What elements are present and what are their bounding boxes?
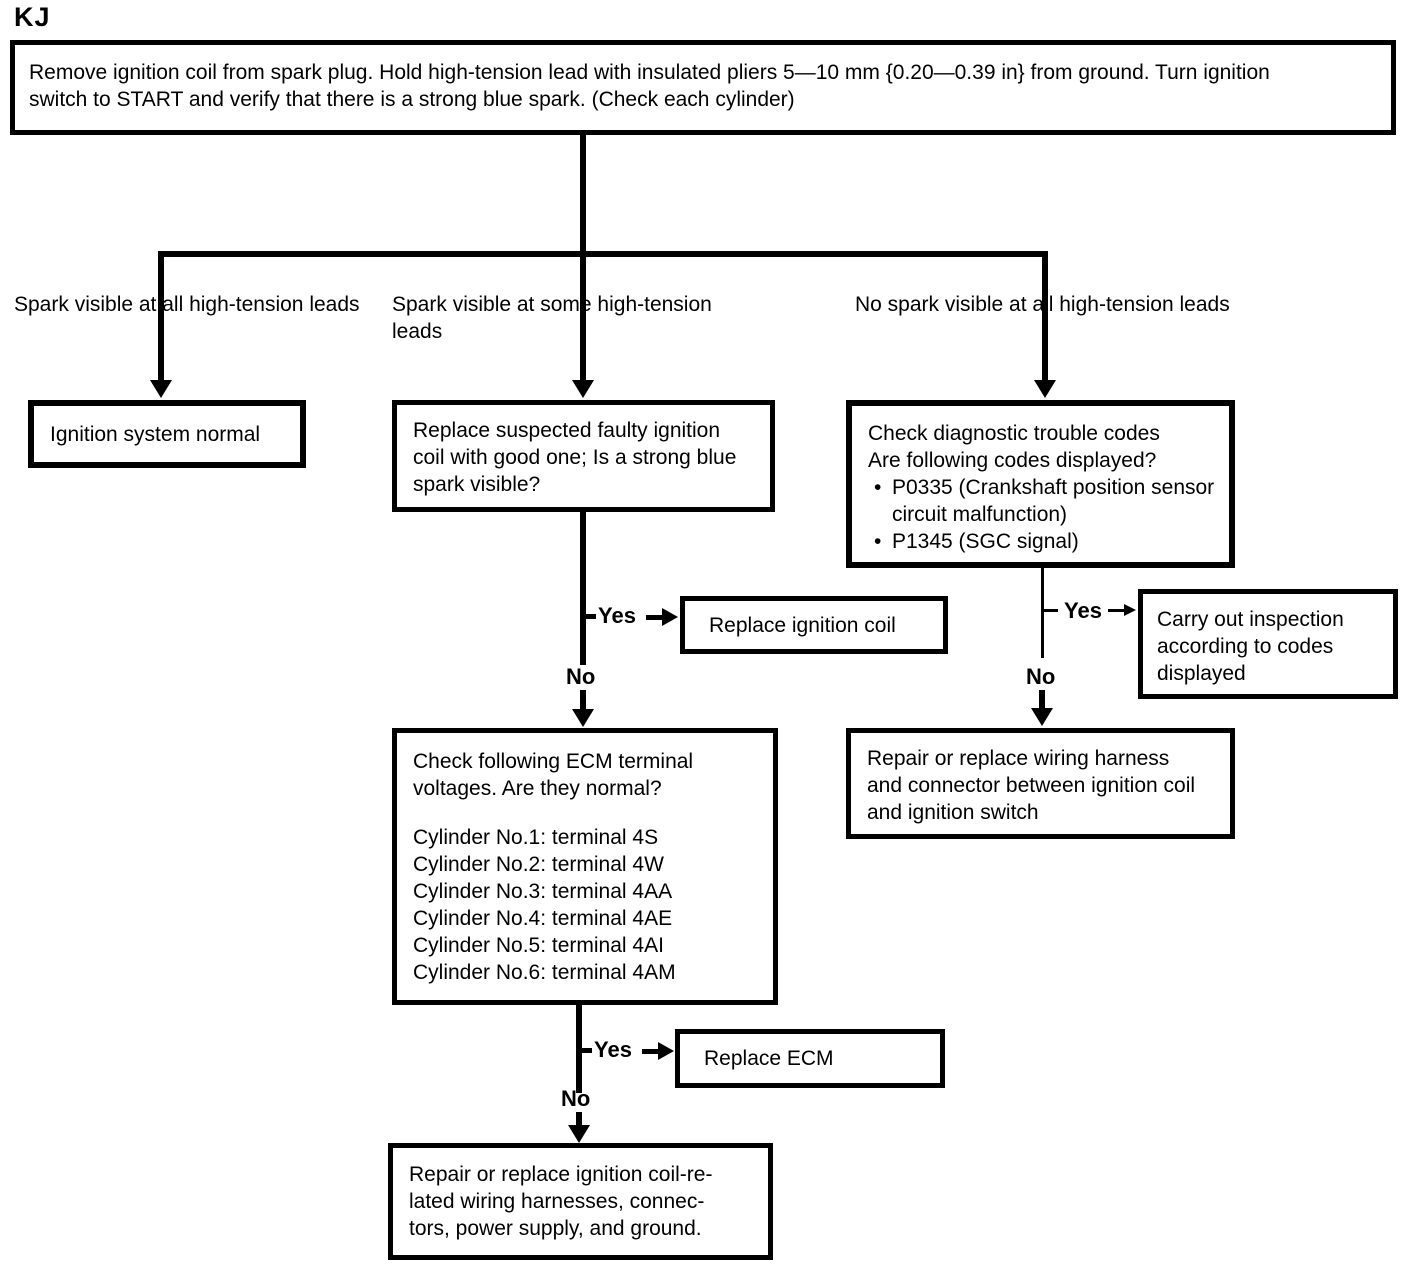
bottom-yes-arrow-line [642, 1049, 660, 1054]
repair-coil-wiring-line2: lated wiring harnesses, connec- [409, 1190, 705, 1213]
start-box: Remove ignition coil from spark plug. Ho… [10, 40, 1396, 135]
middle-branch-arrow-icon [572, 380, 594, 398]
replace-ecm-text: Replace ECM [704, 1047, 834, 1070]
page-label: KJ [14, 2, 51, 32]
bottom-no-arrow-icon [568, 1125, 590, 1143]
carry-out-inspection-box: Carry out inspection according to codes … [1138, 589, 1398, 699]
yes-label-right: Yes [1064, 598, 1102, 623]
dtc-check-line1: Check diagnostic trouble codes [868, 422, 1160, 445]
ignition-normal-text: Ignition system normal [50, 422, 261, 446]
carry-out-inspection-text: Carry out inspection according to codes … [1157, 608, 1344, 685]
yes-label-middle: Yes [598, 603, 636, 628]
left-branch-arrow-icon [150, 380, 172, 398]
bottom-no-line [576, 1112, 582, 1127]
bottom-junction-line [576, 1003, 582, 1093]
trunk-line [580, 135, 586, 254]
dtc-code-text: P1345 (SGC signal) [892, 530, 1079, 553]
replace-coil-question-box: Replace suspected faulty ignition coil w… [392, 400, 775, 512]
replace-ignition-coil-box: Replace ignition coil [680, 596, 948, 654]
right-junction-line [1041, 568, 1044, 658]
middle-yes-tick-line [586, 614, 596, 619]
bottom-yes-tick-line [582, 1048, 592, 1053]
replace-ecm-box: Replace ECM [675, 1029, 945, 1088]
no-label-right: No [1026, 664, 1056, 689]
branch-bus-line [158, 251, 1048, 257]
repair-coil-wiring-line1: Repair or replace ignition coil-re- [409, 1163, 713, 1186]
dtc-code-item: • P1345 (SGC signal) [868, 528, 1215, 555]
replace-ignition-coil-text: Replace ignition coil [709, 613, 896, 637]
cylinder-terminal-line: Cylinder No.2: terminal 4W [413, 853, 664, 876]
dtc-check-line2: Are following codes displayed? [868, 449, 1157, 472]
no-label-middle: No [566, 664, 596, 689]
middle-branch-line [580, 251, 586, 381]
middle-yes-arrow-icon [662, 608, 678, 626]
right-branch-line [1042, 251, 1048, 381]
right-no-arrow-icon [1031, 708, 1053, 726]
repair-harness-text: Repair or replace wiring harness and con… [867, 747, 1196, 824]
bullet-icon: • [874, 476, 882, 499]
branch-left-label: Spark visible at all high-tension leads [14, 293, 360, 316]
left-branch-line [158, 251, 164, 381]
dtc-code-item: • P0335 (Crankshaft position sensor circ… [868, 474, 1215, 528]
repair-coil-wiring-line3: tors, power supply, and ground. [409, 1217, 702, 1240]
ignition-normal-box: Ignition system normal [28, 400, 306, 468]
right-yes-arrow-line [1108, 609, 1126, 612]
start-box-text: Remove ignition coil from spark plug. Ho… [29, 61, 1270, 111]
bullet-icon: • [874, 530, 882, 553]
bottom-yes-arrow-icon [658, 1042, 674, 1060]
right-no-line [1039, 690, 1045, 710]
middle-no-arrow-icon [572, 709, 594, 727]
middle-yes-arrow-line [646, 615, 664, 620]
right-yes-arrow-icon [1124, 604, 1136, 616]
middle-junction-line [580, 512, 586, 665]
branch-right-label: No spark visible at all high-tension lea… [855, 293, 1230, 316]
right-branch-arrow-icon [1034, 380, 1056, 398]
spacer [413, 802, 759, 824]
cylinder-terminal-line: Cylinder No.4: terminal 4AE [413, 907, 673, 930]
branch-middle-label: Spark visible at some high-tension leads [392, 293, 712, 343]
cylinder-terminal-line: Cylinder No.3: terminal 4AA [413, 880, 673, 903]
cylinder-terminal-line: Cylinder No.1: terminal 4S [413, 826, 659, 849]
replace-coil-question-text: Replace suspected faulty ignition coil w… [413, 419, 737, 496]
ecm-voltage-box: Check following ECM terminal voltages. A… [392, 728, 778, 1005]
repair-coil-wiring-box: Repair or replace ignition coil-re- late… [388, 1143, 773, 1260]
cylinder-terminal-line: Cylinder No.5: terminal 4AI [413, 934, 664, 957]
repair-harness-box: Repair or replace wiring harness and con… [846, 728, 1235, 839]
dtc-check-box: Check diagnostic trouble codes Are follo… [846, 400, 1235, 568]
middle-no-line [580, 690, 586, 711]
yes-label-bottom: Yes [594, 1037, 632, 1062]
no-label-bottom: No [561, 1086, 591, 1111]
right-yes-tick-line [1041, 609, 1058, 612]
ecm-voltage-intro: Check following ECM terminal voltages. A… [413, 750, 694, 800]
cylinder-terminal-line: Cylinder No.6: terminal 4AM [413, 961, 676, 984]
dtc-code-text: P0335 (Crankshaft position sensor circui… [892, 476, 1215, 526]
